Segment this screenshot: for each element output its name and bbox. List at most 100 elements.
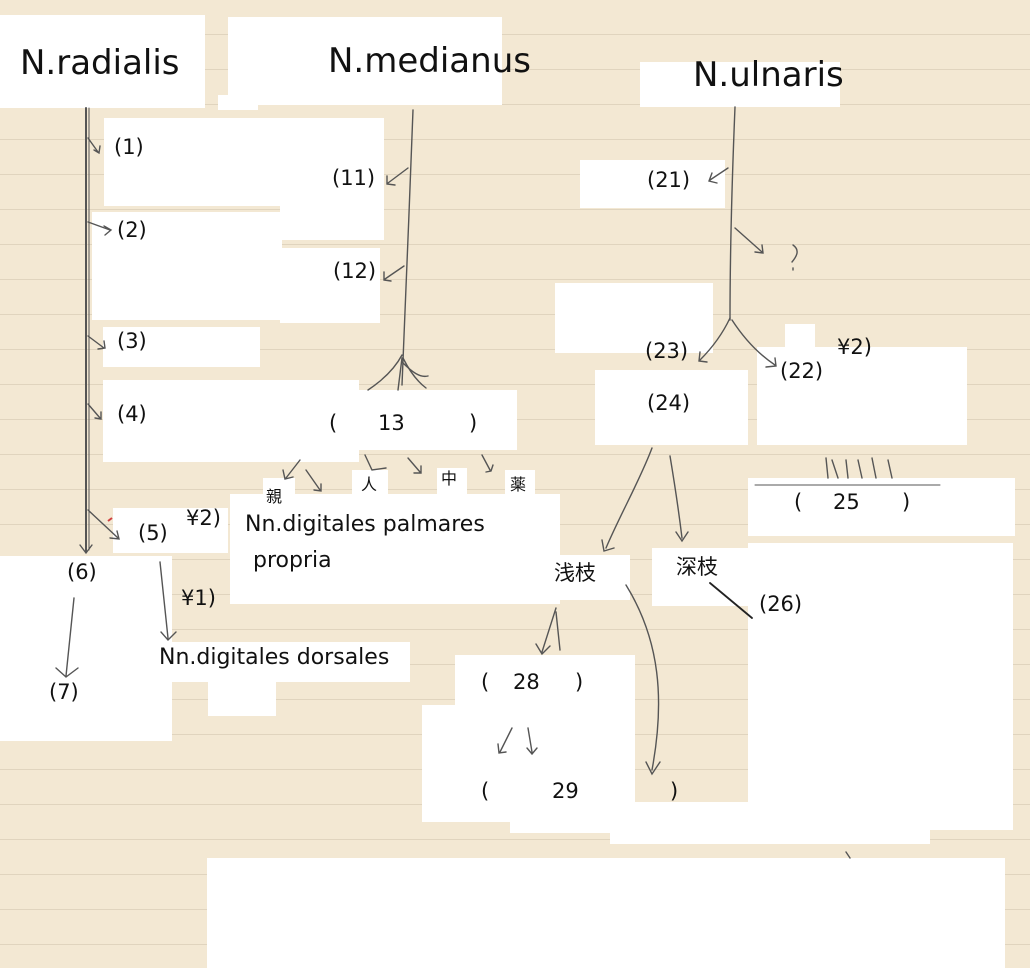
mask-box: [352, 390, 517, 450]
label-29-close: ): [670, 779, 679, 803]
label-29-open: (: [481, 779, 490, 803]
mask-box: [422, 705, 635, 822]
finger-arrow: [364, 454, 387, 471]
branch-arrow: [87, 221, 113, 236]
label-13: 13: [378, 411, 405, 435]
label-7: (7): [49, 680, 79, 704]
branch-arrow: [386, 167, 409, 186]
mask-box: [510, 815, 625, 833]
label-25-open: (: [794, 490, 803, 514]
red-mark: [107, 517, 113, 522]
stray-mark: [845, 851, 851, 859]
finger-thumb: 親: [266, 487, 283, 506]
label-24: (24): [647, 391, 691, 415]
ulnaris-trunk: [729, 106, 736, 321]
note-5-1: ¥1): [181, 586, 216, 610]
mask-box: [155, 642, 410, 682]
mask-box: [0, 556, 172, 741]
label-deep-branch: 深枝: [676, 555, 718, 579]
branch: [402, 357, 427, 389]
header-medianus: N.medianus: [328, 41, 531, 81]
finger-index: 人: [361, 475, 378, 494]
medianus-trunk: [401, 109, 414, 386]
label-11: (11): [332, 166, 376, 190]
finger-middle: 中: [441, 469, 458, 488]
mask-box: [437, 468, 467, 494]
term-digitales-palmares: Nn.digitales palmares: [245, 512, 485, 537]
branch-arrow: [734, 227, 764, 254]
label-22: (22): [780, 359, 824, 383]
label-28: 28: [513, 670, 540, 694]
mask-box: [208, 680, 276, 716]
label-28-close: ): [575, 670, 584, 694]
mask-box: [748, 543, 1013, 830]
mask-box: [103, 327, 260, 367]
mask-box: [610, 802, 930, 844]
mask-box: [113, 508, 228, 553]
label-21: (21): [647, 168, 691, 192]
branch-arrow: [497, 727, 513, 754]
header-radialis: N.radialis: [20, 43, 180, 83]
mask-box: [545, 555, 630, 600]
term-propria: propria: [253, 548, 332, 573]
branch-arrow: [87, 137, 101, 155]
branch: [401, 361, 429, 378]
mask-box: [595, 370, 748, 445]
label-12: (12): [333, 259, 377, 283]
arrow-5-to-dorsales: [159, 561, 177, 642]
mask-box: [228, 17, 502, 105]
finger-arrow: [305, 469, 322, 492]
mask-box: [748, 478, 1015, 536]
branch-arrow: [731, 319, 777, 368]
label-5: (5): [138, 521, 168, 545]
label-6: (6): [67, 560, 97, 584]
mask-box: [103, 380, 359, 462]
note-22-2: ¥2): [837, 335, 872, 359]
branch-arrow: [87, 509, 120, 540]
label-23: (23): [645, 339, 689, 363]
branch-arrow: [87, 335, 106, 350]
mask-box: [280, 248, 380, 323]
mask-box: [652, 548, 748, 606]
label-25: 25: [833, 490, 860, 514]
note-5-2: ¥2): [186, 506, 221, 530]
branch-arrow: [383, 265, 405, 282]
finger-branches: [825, 457, 893, 479]
deep-branch: [669, 455, 689, 543]
mask-box: [207, 858, 1005, 968]
mask-box: [640, 62, 840, 107]
label-superficial-branch: 浅枝: [554, 561, 596, 585]
branch-arrow: [535, 607, 557, 656]
label-2: (2): [117, 218, 147, 242]
question-scribble: [791, 244, 798, 271]
branch-arrow: [698, 317, 731, 363]
superficial-branch: [601, 447, 653, 552]
finger-arrow: [481, 454, 494, 473]
mask-box: [505, 470, 535, 498]
arrow-6-to-7: [55, 597, 79, 678]
mask-box: [757, 347, 967, 445]
branch: [367, 354, 403, 391]
label-25-close: ): [902, 490, 911, 514]
mask-box: [0, 15, 205, 108]
arrowhead: [79, 544, 93, 555]
mask-box: [230, 494, 560, 604]
label-1: (1): [114, 135, 144, 159]
term-digitales-dorsales: Nn.digitales dorsales: [159, 645, 390, 670]
label-28-open: (: [481, 670, 490, 694]
branch: [397, 357, 403, 391]
branch-arrow: [87, 403, 102, 420]
long-branch: [625, 584, 661, 776]
label-26: (26): [759, 592, 803, 616]
label-3: (3): [117, 329, 147, 353]
mask-box: [455, 655, 635, 710]
mask-box: [280, 190, 384, 240]
label-29: 29: [552, 779, 579, 803]
branch: [555, 611, 561, 651]
branch-arrow: [708, 167, 729, 184]
finger-arrow: [407, 457, 422, 474]
mask-box: [580, 160, 725, 208]
pointer-line: [709, 582, 753, 619]
header-ulnaris: N.ulnaris: [693, 55, 844, 95]
